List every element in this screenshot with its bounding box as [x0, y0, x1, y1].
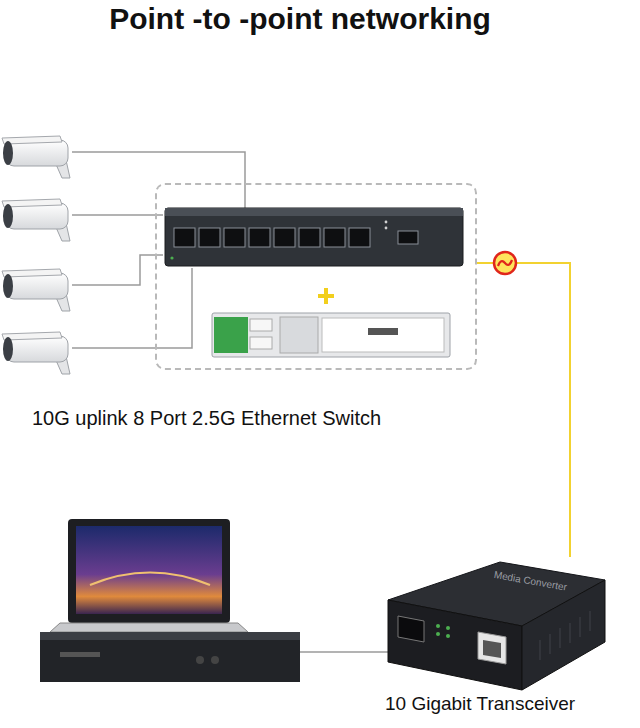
vent — [579, 617, 580, 637]
switch-top-edge — [165, 208, 463, 216]
plus-sign — [318, 288, 334, 304]
camera — [2, 136, 70, 178]
status-led — [446, 626, 450, 630]
sfp-slot — [250, 319, 272, 331]
rj45-port — [199, 228, 220, 247]
vent — [539, 640, 540, 660]
camera-wire — [72, 255, 163, 285]
nvr-button — [196, 656, 204, 664]
status-led — [436, 624, 440, 628]
plus-bar — [324, 288, 328, 304]
vent — [569, 623, 570, 643]
device-node: Media Converter10 Gigabit Transceiver — [385, 557, 607, 687]
camera-wire — [72, 268, 192, 348]
camera-hood — [2, 269, 62, 277]
icon-squiggle — [498, 260, 512, 266]
vent — [549, 634, 550, 654]
icon-ring — [494, 252, 516, 274]
fiber-link-icon — [494, 252, 516, 274]
diagram-title: Point -to -point networking — [0, 2, 600, 36]
rj45-port — [249, 228, 270, 247]
laptop-base — [50, 623, 248, 632]
switch-body — [165, 208, 463, 266]
camera-wire — [72, 152, 245, 208]
network-cable — [300, 651, 388, 653]
rj45-port — [274, 228, 295, 247]
sfp-housing — [280, 317, 318, 353]
status-led — [170, 256, 173, 259]
camera — [2, 199, 70, 241]
sfp-latch — [214, 317, 248, 353]
status-led — [446, 634, 450, 638]
sfp-body — [212, 313, 450, 357]
converter-vents — [540, 611, 590, 660]
group-frame: 10G uplink 8 Port 2.5G Ethernet Switch — [155, 183, 477, 370]
converter-front — [388, 600, 522, 690]
screen-bridge — [90, 573, 210, 586]
monitoring-station — [40, 519, 300, 682]
rj45-port — [349, 228, 370, 247]
camera-lens — [3, 274, 13, 298]
sfp-port — [398, 231, 418, 244]
ethernet-switch — [165, 208, 463, 266]
laptop-screen — [76, 526, 222, 614]
status-led — [385, 221, 388, 224]
converter-side — [522, 580, 605, 690]
camera-hood — [2, 332, 62, 340]
fiber-link — [477, 263, 570, 557]
vent — [559, 628, 560, 648]
switch-ports — [174, 228, 370, 247]
device-label: 10 Gigabit Transceiver — [385, 693, 575, 715]
rj45-port — [299, 228, 320, 247]
sfp-slot — [250, 337, 272, 349]
camera-hood — [2, 136, 62, 144]
rj45-port — [224, 228, 245, 247]
sfp-port — [398, 616, 424, 642]
device-print: Media Converter — [493, 569, 568, 593]
sfp-module — [212, 313, 450, 357]
camera-wire — [72, 214, 163, 216]
status-led — [436, 632, 440, 636]
rj45-port — [174, 228, 195, 247]
laptop-screen-frame — [68, 519, 230, 623]
device-label: 10G uplink 8 Port 2.5G Ethernet Switch — [32, 407, 381, 430]
vent — [589, 611, 590, 631]
nvr-panel — [60, 652, 100, 657]
camera-hood — [2, 199, 62, 207]
status-led — [385, 227, 388, 230]
sfp-sticker — [322, 318, 444, 352]
nvr-button — [211, 656, 219, 664]
camera-lens — [3, 141, 13, 165]
sfp-barcode — [368, 328, 398, 335]
nvr-top-edge — [40, 632, 300, 640]
camera-lens — [3, 204, 13, 228]
camera-lens — [3, 337, 13, 361]
rj45-port — [478, 632, 506, 664]
rj45-socket — [483, 640, 501, 658]
camera — [2, 269, 70, 311]
media-converter — [388, 562, 605, 690]
nvr-body — [40, 632, 300, 682]
camera — [2, 332, 70, 374]
rj45-port — [324, 228, 345, 247]
